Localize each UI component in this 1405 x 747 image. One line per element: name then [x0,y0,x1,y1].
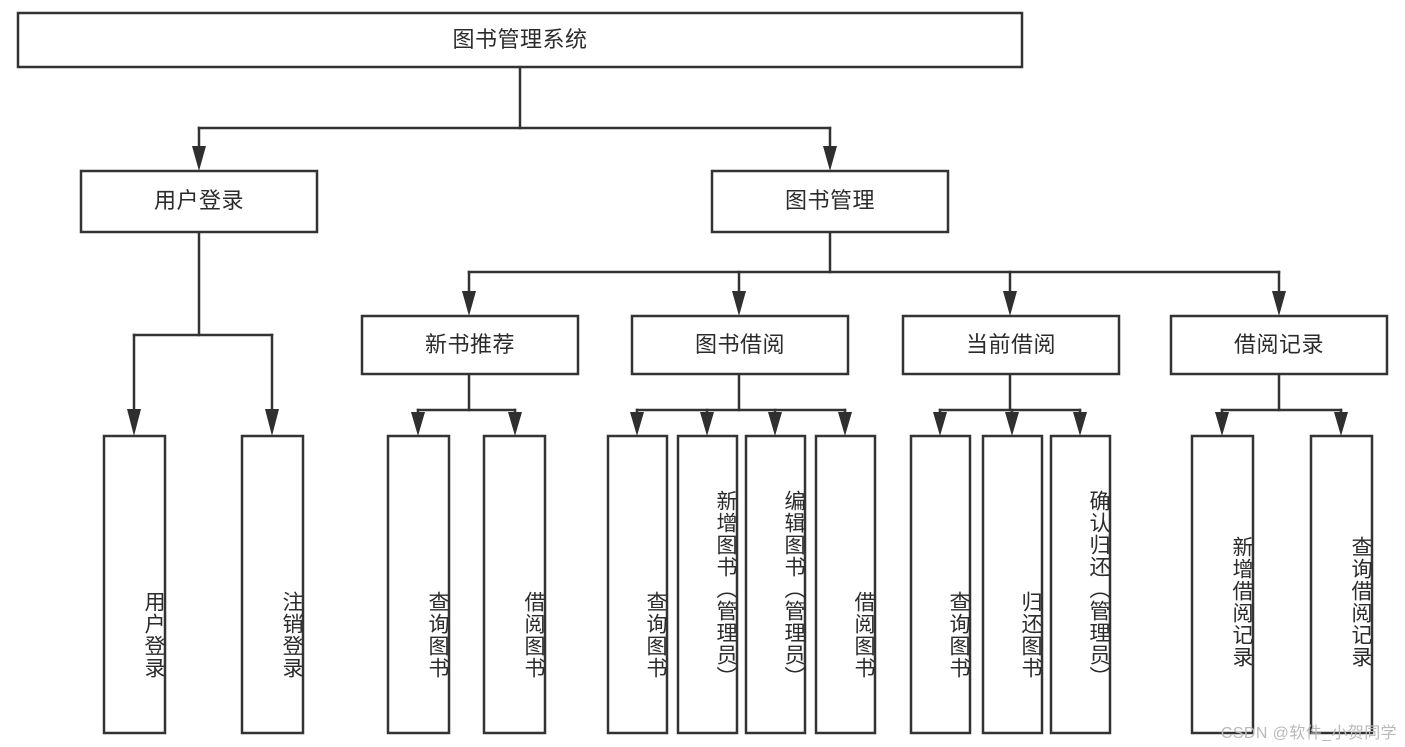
arrowhead-leaf-borrow-book-recommend [508,412,522,436]
csdn-watermark: CSDN @软件_小贺同学 [1220,725,1397,742]
arrowhead-leaf-logout-login [265,409,279,436]
arrowhead-leaf-borrow-book [838,412,852,436]
node-box-leaf-confirm-return-admin[interactable] [1049,434,1112,735]
node-box-leaf-query-borrow-record[interactable] [1309,434,1374,735]
node-box-leaf-edit-book-admin[interactable] [744,434,807,735]
node-box-leaf-add-book-admin[interactable] [676,434,739,735]
arrowhead-new-book-recommend [462,291,476,316]
node-box-new-book-recommend[interactable] [360,314,580,376]
arrowhead-leaf-user-login [127,409,141,436]
node-box-leaf-query-book-recommend[interactable] [386,434,451,735]
arrowhead-user-login [192,146,206,171]
arrowhead-leaf-query-book-recommend [411,412,425,436]
node-box-borrow-record[interactable] [1169,314,1389,376]
node-box-book-borrow[interactable] [630,314,850,376]
arrowhead-borrow-record [1272,291,1286,316]
node-box-user-login[interactable] [79,169,319,234]
node-box-book-manage[interactable] [710,169,950,234]
arrowhead-leaf-add-book-admin [700,412,714,436]
node-box-leaf-return-book[interactable] [981,434,1044,735]
node-box-leaf-add-borrow-record[interactable] [1190,434,1255,735]
arrowhead-leaf-add-borrow-record [1215,412,1229,436]
node-box-leaf-query-book-current[interactable] [909,434,972,735]
node-box-leaf-query-book-borrow[interactable] [606,434,669,735]
node-box-leaf-logout-login[interactable] [240,434,305,735]
arrowhead-book-borrow [732,291,746,316]
arrowhead-leaf-query-borrow-record [1334,412,1348,436]
arrowhead-leaf-return-book [1005,412,1019,436]
node-box-leaf-borrow-book[interactable] [814,434,877,735]
node-box-leaf-borrow-book-recommend[interactable] [482,434,547,735]
node-box-leaf-user-login[interactable] [102,434,167,735]
node-box-current-borrow[interactable] [901,314,1121,376]
arrowhead-leaf-query-book-borrow [630,412,644,436]
arrowhead-leaf-confirm-return-admin [1073,412,1087,436]
node-box-layer [16,11,1389,735]
connector-layer [127,65,1348,436]
node-box-root[interactable] [16,11,1024,69]
arrowhead-current-borrow [1003,291,1017,316]
arrowhead-book-manage [823,146,837,171]
arrowhead-leaf-edit-book-admin [768,412,782,436]
arrowhead-leaf-query-book-current [933,412,947,436]
